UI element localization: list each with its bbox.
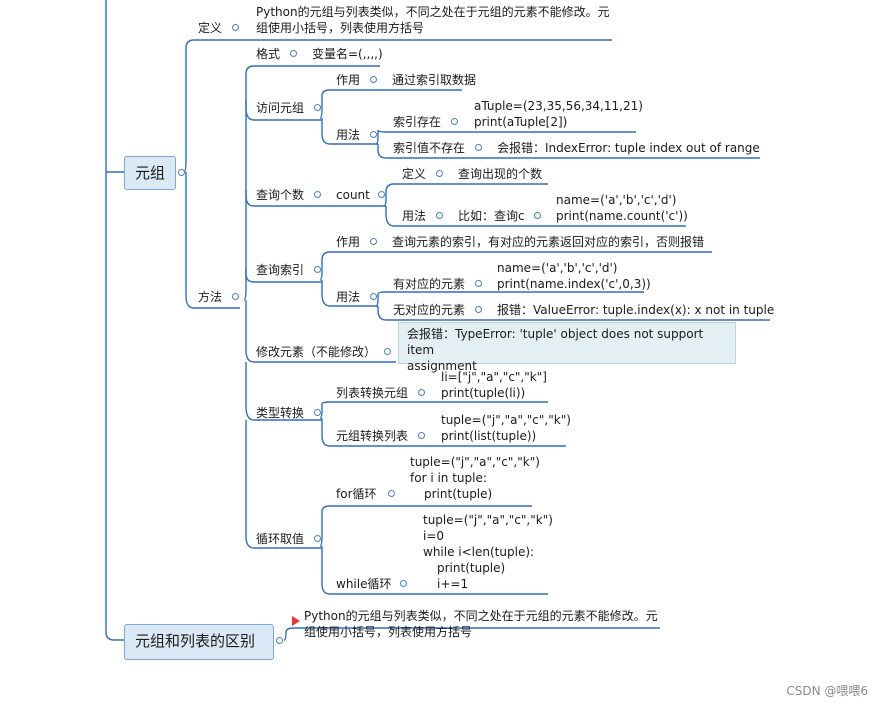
- index-usage-label: 用法: [336, 290, 361, 304]
- collapse-toggle-icon[interactable]: [232, 24, 239, 31]
- loop-while-code5: i+=1: [437, 577, 469, 591]
- collapse-toggle-icon[interactable]: [418, 432, 425, 439]
- collapse-toggle-icon[interactable]: [370, 76, 377, 83]
- count-code2: print(name.count('c')): [556, 209, 688, 223]
- collapse-toggle-icon[interactable]: [314, 104, 321, 111]
- collapse-toggle-icon[interactable]: [378, 191, 385, 198]
- format-value: 变量名=(,,,,): [312, 47, 383, 61]
- access-missing-value: 会报错：IndexError: tuple index out of range: [497, 141, 760, 155]
- collapse-toggle-icon[interactable]: [314, 409, 321, 416]
- flag-icon: [292, 616, 300, 626]
- index-none-value: 报错：ValueError: tuple.index(x): x not in …: [497, 303, 775, 317]
- collapse-toggle-icon[interactable]: [436, 170, 443, 177]
- loop-for-code1: tuple=("j","a","c","k"): [410, 455, 540, 469]
- collapse-toggle-icon[interactable]: [314, 266, 321, 273]
- collapse-toggle-icon[interactable]: [178, 169, 185, 176]
- collapse-toggle-icon[interactable]: [384, 348, 391, 355]
- methods-label: 方法: [198, 290, 223, 304]
- access-exists-label: 索引存在: [393, 115, 442, 129]
- loop-for-code2: for i in tuple:: [410, 471, 487, 485]
- watermark: CSDN @喂喂6: [786, 684, 868, 698]
- difference-text-line1: Python的元组与列表类似，不同之处在于元组的元素不能修改。元: [304, 609, 658, 623]
- index-label: 查询索引: [256, 263, 305, 277]
- loop-while-label: while循环: [336, 577, 392, 591]
- root-node-difference[interactable]: 元组和列表的区别: [124, 624, 274, 660]
- convert-t2l-code1: tuple=("j","a","c","k"): [441, 413, 571, 427]
- collapse-toggle-icon[interactable]: [534, 212, 541, 219]
- loop-label: 循环取值: [256, 532, 305, 546]
- collapse-toggle-icon[interactable]: [475, 144, 482, 151]
- access-missing-label: 索引值不存在: [393, 141, 466, 155]
- convert-label: 类型转换: [256, 406, 305, 420]
- index-has-label: 有对应的元素: [393, 277, 466, 291]
- count-def-value: 查询出现的个数: [458, 167, 543, 181]
- convert-t2l-code2: print(list(tuple)): [441, 429, 537, 443]
- definition-text-line1: Python的元组与列表类似，不同之处在于元组的元素不能修改。元: [256, 5, 610, 19]
- difference-text-line2: 组使用小括号，列表使用方括号: [304, 625, 473, 639]
- loop-while-code2: i=0: [423, 529, 445, 543]
- count-def-label: 定义: [402, 167, 427, 181]
- modify-label: 修改元素（不能修改）: [256, 345, 377, 359]
- count-label: 查询个数: [256, 188, 305, 202]
- collapse-toggle-icon[interactable]: [370, 293, 377, 300]
- access-use-label: 作用: [336, 73, 361, 87]
- collapse-toggle-icon[interactable]: [276, 637, 283, 644]
- collapse-toggle-icon[interactable]: [400, 580, 407, 587]
- collapse-toggle-icon[interactable]: [475, 280, 482, 287]
- index-none-label: 无对应的元素: [393, 303, 466, 317]
- collapse-toggle-icon[interactable]: [418, 389, 425, 396]
- access-exists-code2: print(aTuple[2]): [474, 115, 568, 129]
- count-example-label: 比如：查询c: [458, 209, 525, 223]
- modify-note-line1: 会报错：TypeError: 'tuple' object does not s…: [407, 327, 704, 357]
- convert-l2t-code1: li=["j","a","c","k"]: [441, 370, 547, 384]
- collapse-toggle-icon[interactable]: [232, 293, 239, 300]
- index-has-code2: print(name.index('c',0,3)): [497, 277, 651, 291]
- format-label: 格式: [256, 47, 281, 61]
- convert-l2t-label: 列表转换元组: [336, 386, 409, 400]
- loop-while-code1: tuple=("j","a","c","k"): [423, 513, 553, 527]
- access-label: 访问元组: [256, 101, 305, 115]
- collapse-toggle-icon[interactable]: [436, 212, 443, 219]
- collapse-toggle-icon[interactable]: [314, 535, 321, 542]
- collapse-toggle-icon[interactable]: [370, 238, 377, 245]
- collapse-toggle-icon[interactable]: [388, 490, 395, 497]
- index-use-label: 作用: [336, 235, 361, 249]
- count-func: count: [336, 188, 370, 202]
- access-usage-label: 用法: [336, 128, 361, 142]
- definition-label: 定义: [198, 21, 223, 35]
- root-node-tuple[interactable]: 元组: [124, 156, 176, 190]
- collapse-toggle-icon[interactable]: [475, 306, 482, 313]
- count-usage-label: 用法: [402, 209, 427, 223]
- modify-note[interactable]: 会报错：TypeError: 'tuple' object does not s…: [398, 322, 736, 373]
- index-has-code1: name=('a','b','c','d'): [497, 261, 618, 275]
- convert-t2l-label: 元组转换列表: [336, 429, 409, 443]
- count-code1: name=('a','b','c','d'): [556, 193, 677, 207]
- access-use-value: 通过索引取数据: [392, 73, 477, 87]
- index-use-value: 查询元素的索引，有对应的元素返回对应的索引，否则报错: [392, 235, 705, 249]
- collapse-toggle-icon[interactable]: [290, 50, 297, 57]
- loop-while-code4: print(tuple): [437, 561, 506, 575]
- modify-note-line2: assignment: [407, 359, 477, 373]
- definition-text-line2: 组使用小括号，列表使用方括号: [256, 21, 425, 35]
- access-exists-code1: aTuple=(23,35,56,34,11,21): [474, 99, 643, 113]
- collapse-toggle-icon[interactable]: [314, 191, 321, 198]
- loop-for-code3: print(tuple): [424, 487, 493, 501]
- collapse-toggle-icon[interactable]: [451, 118, 458, 125]
- convert-l2t-code2: print(tuple(li)): [441, 386, 526, 400]
- loop-for-label: for循环: [336, 487, 377, 501]
- loop-while-code3: while i<len(tuple):: [423, 545, 535, 559]
- collapse-toggle-icon[interactable]: [370, 131, 377, 138]
